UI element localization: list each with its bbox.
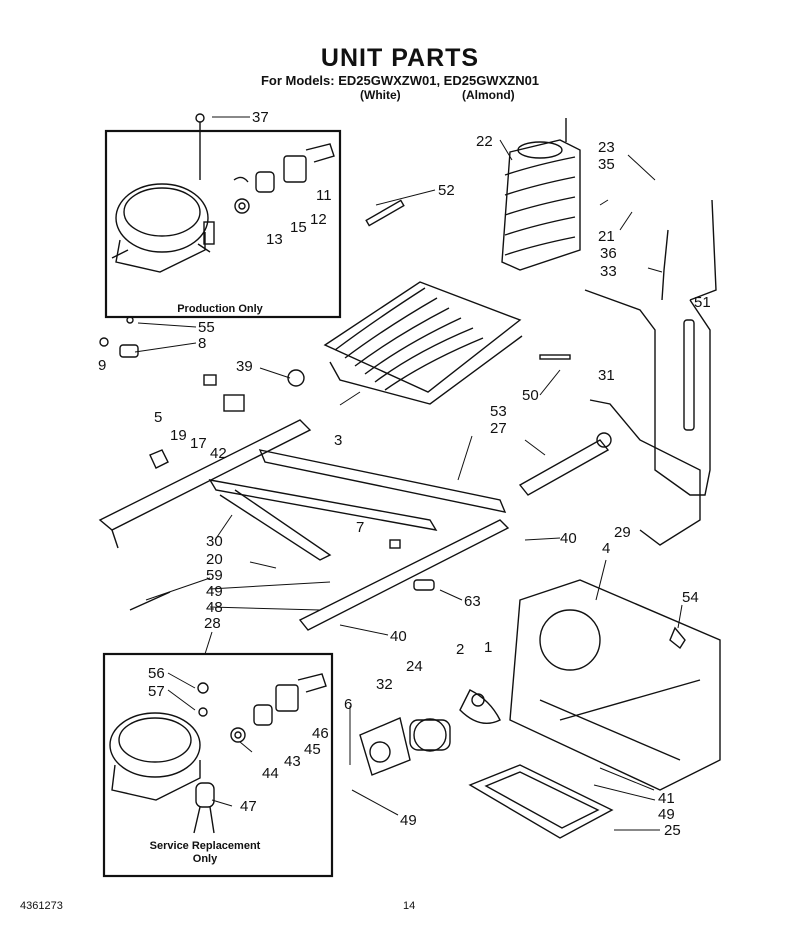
callout-label: 57 <box>148 683 165 700</box>
callout-label: 6 <box>344 696 352 713</box>
callout-label: 8 <box>198 335 206 352</box>
callout-label: 28 <box>204 615 221 632</box>
callout-label: 3 <box>334 432 342 449</box>
callout-label: 49 <box>400 812 417 829</box>
callout-label: 7 <box>356 519 364 536</box>
relay-parts-production <box>195 113 335 214</box>
document-number: 4361273 <box>20 900 63 912</box>
variant-white: (White) <box>360 88 401 102</box>
callout-label: 63 <box>464 593 481 610</box>
callout-label: 1 <box>484 639 492 656</box>
callout-label: 31 <box>598 367 615 384</box>
callout-label: 52 <box>438 182 455 199</box>
callout-label: 37 <box>252 109 269 126</box>
service-replacement-box <box>102 652 334 878</box>
refrigerant-tubing <box>584 199 717 546</box>
callout-label: 40 <box>560 530 577 547</box>
models-line: For Models: ED25GWXZW01, ED25GWXZN01 <box>260 73 540 88</box>
drain-pan <box>468 764 614 839</box>
fan-bracket <box>509 579 721 791</box>
callout-label: 50 <box>522 387 539 404</box>
service-label-line2: Only <box>192 853 218 865</box>
fan-motor <box>359 689 501 776</box>
filter-drier <box>518 432 612 496</box>
callout-label: 13 <box>266 231 283 248</box>
callout-label: 5 <box>154 409 162 426</box>
callout-label: 55 <box>198 319 215 336</box>
callout-label: 19 <box>170 427 187 444</box>
callout-label: 35 <box>598 156 615 173</box>
leader-lines <box>134 116 683 831</box>
callout-numbers: 37 11 12 15 13 22 52 23 35 21 36 33 51 5… <box>98 109 711 839</box>
callout-label: 54 <box>682 589 699 606</box>
callout-label: 25 <box>664 822 681 839</box>
callout-label: 59 <box>206 567 223 584</box>
callout-label: 36 <box>600 245 617 262</box>
callout-label: 56 <box>148 665 165 682</box>
callout-label: 48 <box>206 599 223 616</box>
service-replacement-label: Service Replacement Only <box>130 840 280 866</box>
callout-label: 20 <box>206 551 223 568</box>
callout-label: 44 <box>262 765 279 782</box>
callout-label: 27 <box>490 420 507 437</box>
callout-label: 51 <box>694 294 711 311</box>
callout-label: 21 <box>598 228 615 245</box>
callout-label: 43 <box>284 753 301 770</box>
small-parts <box>99 199 686 650</box>
callout-label: 49 <box>658 806 675 823</box>
callout-label: 29 <box>614 524 631 541</box>
callout-label: 30 <box>206 533 223 550</box>
page-title: UNIT PARTS <box>320 44 480 72</box>
callout-label: 53 <box>490 403 507 420</box>
callout-label: 40 <box>390 628 407 645</box>
callout-label: 49 <box>206 583 223 600</box>
callout-label: 9 <box>98 357 106 374</box>
variant-almond: (Almond) <box>462 88 515 102</box>
callout-label: 39 <box>236 358 253 375</box>
callout-label: 32 <box>376 676 393 693</box>
page-number: 14 <box>403 900 416 912</box>
callout-label: 12 <box>310 211 327 228</box>
callout-label: 41 <box>658 790 675 807</box>
production-only-label: Production Only <box>177 303 263 315</box>
callout-label: 24 <box>406 658 423 675</box>
callout-label: 42 <box>210 445 227 462</box>
callout-label: 11 <box>316 187 332 204</box>
evaporator-coil <box>501 118 581 271</box>
callout-label: 33 <box>600 263 617 280</box>
callout-label: 2 <box>456 641 464 658</box>
base-frame <box>98 419 510 631</box>
condenser-coil <box>323 281 523 405</box>
callout-label: 17 <box>190 435 207 452</box>
service-label-line1: Service Replacement <box>149 840 261 852</box>
callout-label: 23 <box>598 139 615 156</box>
compressor-service <box>109 673 327 834</box>
callout-label: 4 <box>602 540 610 557</box>
callout-label: 15 <box>290 219 307 236</box>
callout-label: 46 <box>312 725 329 742</box>
callout-label: 45 <box>304 741 321 758</box>
compressor-production <box>111 183 215 273</box>
callout-label: 47 <box>240 798 257 815</box>
production-only-box <box>104 129 342 319</box>
callout-label: 22 <box>476 133 493 150</box>
